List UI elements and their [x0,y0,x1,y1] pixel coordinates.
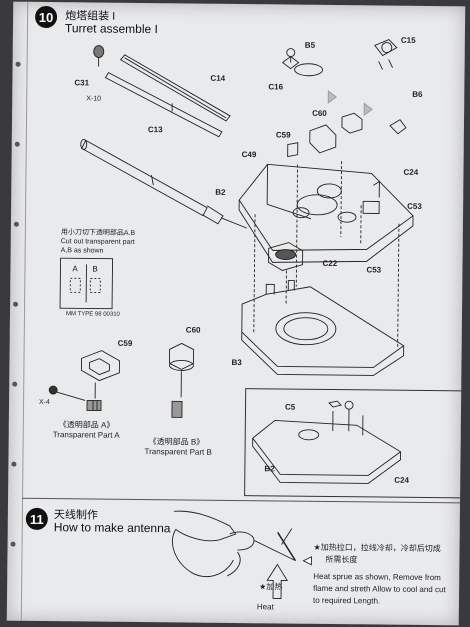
part-label-c5: C5 [284,402,296,412]
part-label-c53-b: C53 [366,265,382,275]
part-label-c53-a: C53 [407,201,422,211]
transparent-b-cn: 《透明部品 B》 [148,437,205,447]
part-label-c59-top: C59 [275,130,291,140]
part-label-b5: B5 [304,40,316,50]
antenna-note-en-2: flame and streth Allow to cool and cut [313,583,446,595]
part-label-c22: C22 [322,258,338,269]
antenna-note-en-1: Heat sprue as shown, Remove from [313,571,441,583]
transparent-b-en: Transparent Part B [144,447,212,457]
part-label-c59-mid: C59 [117,338,133,348]
transparent-a-cn: 《透明部品 A》 [58,420,115,430]
cut-note-mm-type: MM TYPE 98 00310 [65,311,120,318]
step-11-title-en: How to make antenna [53,520,171,536]
antenna-note-en-3: to required Length. [312,595,381,606]
instruction-sheet: 10 炮塔组装 I Turret assemble I [6,1,466,626]
step-11-number: 11 [25,507,48,531]
part-label-c13: C13 [147,125,163,135]
assembly-line-art [48,39,414,599]
heat-label-en: Heat [256,602,274,612]
part-label-x4: X-4 [39,398,51,407]
part-label-b2-main: B2 [215,187,226,197]
part-label-c24-top: C24 [403,167,419,177]
part-label-c14: C14 [210,73,226,83]
cut-note-en-2: A,B as shown [60,247,104,255]
part-label-c60-top: C60 [312,108,327,118]
part-label-c60-mid: C60 [185,325,201,335]
inset-panel [244,388,464,499]
antenna-note-cn-1: ★加热拉口，拉线冷却，冷却后切成 [313,542,441,554]
cut-cell-b: B [92,264,98,274]
part-label-c15: C15 [400,35,416,45]
part-label-c16: C16 [268,82,284,92]
part-label-x10: X-10 [86,95,102,103]
part-label-b6: B6 [412,89,423,99]
part-label-b2-inset: B2 [264,464,275,474]
antenna-note-cn-2: 所需长度 [325,554,358,565]
part-label-b3: B3 [231,357,242,368]
transparent-a-en: Transparent Part A [52,430,120,440]
part-label-c49: C49 [241,150,257,160]
part-label-c31: C31 [74,78,90,88]
part-label-c24-inset: C24 [394,475,409,485]
cut-cell-a: A [72,264,78,274]
heat-label-cn: ★加热 [259,582,283,592]
